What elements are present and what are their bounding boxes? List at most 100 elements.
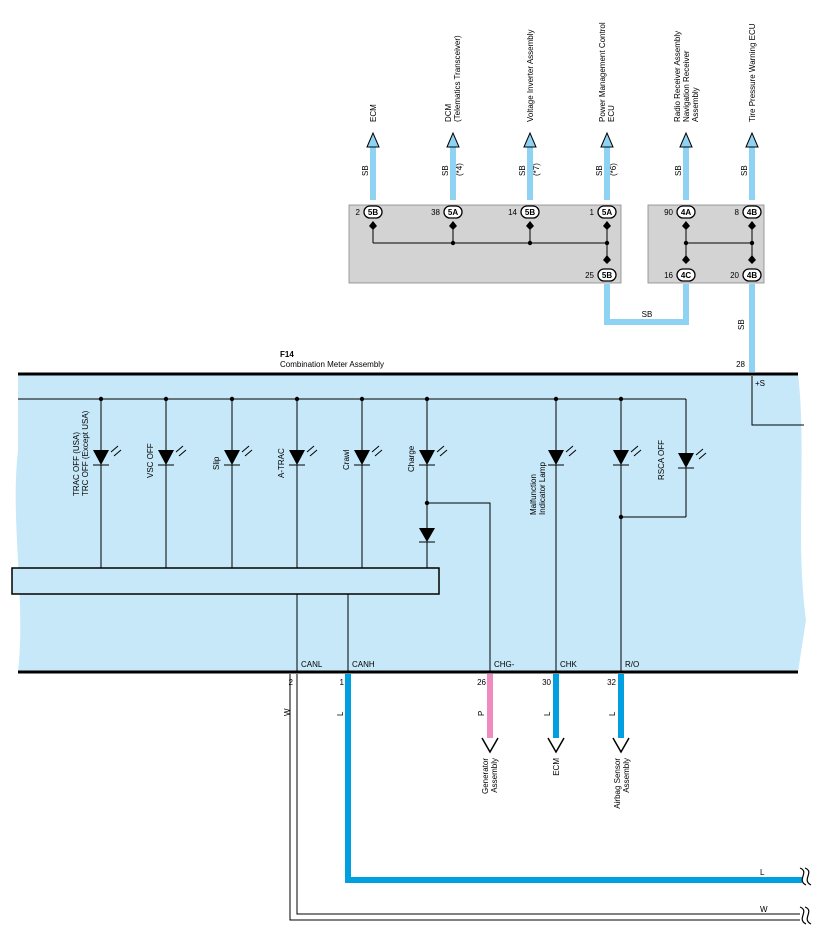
top-wires — [366, 131, 759, 200]
dest-dcm-label: DCM — [444, 103, 453, 122]
break-mark — [799, 867, 812, 886]
pin-ro: 32 — [607, 678, 616, 687]
led-charge — [419, 399, 491, 672]
canl-wire — [289, 674, 800, 921]
lamp-label-charge: Charge — [407, 445, 416, 472]
terminal-chk: CHK — [560, 660, 578, 669]
connector-id: 5B — [368, 208, 378, 217]
connector-5a-pin38: 5A 38 — [431, 205, 463, 219]
lamp-label-rsca: RSCA OFF — [657, 440, 666, 480]
led-malfunction — [548, 399, 577, 672]
wire-note-inverter: (*7) — [532, 163, 541, 176]
connector-4b-pin20: 4B 20 — [730, 268, 762, 282]
terminal-canh: CANH — [352, 660, 375, 669]
link-wire — [604, 284, 689, 325]
connector-id: 5A — [448, 208, 458, 217]
ro-wire-label: L — [608, 711, 617, 716]
dest-tpw-label: Tire Pressure Warning ECU — [748, 23, 757, 122]
lamp-label-atrac: A-TRAC — [277, 448, 286, 478]
led-vsc-off — [158, 399, 187, 568]
pin-number: 1 — [590, 208, 595, 217]
bus-w-label: W — [760, 905, 768, 914]
canl-wire-label: W — [283, 708, 292, 716]
lamp-label-trac-2: TRC OFF (Except USA) — [81, 410, 90, 496]
connector-5b-pin2: 5B 2 — [356, 205, 383, 219]
junction-block-left — [348, 204, 622, 284]
break-mark — [799, 906, 812, 925]
junction-left-wiring — [369, 221, 611, 264]
canh-wire-label: L — [336, 711, 345, 716]
led-trac-off — [93, 399, 122, 568]
dest-generator-label2: Assembly — [490, 758, 499, 793]
dest-radio-label3: Assembly — [691, 87, 700, 122]
connector-4b-pin8: 4B 8 — [735, 205, 762, 219]
chg-wire-label: P — [477, 711, 486, 716]
connector-id: 4A — [681, 208, 691, 217]
lamp-label-malfunction: Malfunction — [529, 474, 538, 515]
terminal-chg: CHG- — [494, 660, 515, 669]
dest-inverter-label: Voltage Inverter Assembly — [526, 30, 535, 123]
pin-number: 16 — [664, 271, 673, 280]
connector-id: 5B — [525, 208, 535, 217]
wire-label-dcm: SB — [441, 165, 450, 176]
led-rsca-1 — [613, 399, 642, 672]
dest-pmc-label: Power Management Control — [598, 22, 607, 122]
dest-generator-label: Generator — [481, 758, 490, 794]
dest-radio-label2: Navigation Receiver — [682, 50, 691, 122]
wire-note-pmc: (*6) — [609, 163, 618, 176]
connector-id: 4C — [681, 271, 691, 280]
connector-5b-pin14: 5B 14 — [508, 205, 540, 219]
connector-id: 5A — [602, 208, 612, 217]
meter-id: F14 — [280, 350, 294, 359]
lamp-label-crawl: Crawl — [342, 449, 351, 470]
dest-ecm-bottom-label: ECM — [552, 758, 561, 776]
pin-number: 8 — [735, 208, 740, 217]
led-a-trac — [289, 399, 318, 568]
wire-label-tpw: SB — [740, 165, 749, 176]
connector-id: 4B — [747, 271, 757, 280]
wire-label-inverter: SB — [518, 165, 527, 176]
pin-canh: 1 — [340, 678, 345, 687]
lamp-label-vsc: VSC OFF — [146, 443, 155, 478]
connector-id: 5B — [602, 271, 612, 280]
wire-note-dcm: (*4) — [455, 163, 464, 176]
pin-canl: 2 — [289, 678, 294, 687]
meter-power-wire-label: SB — [737, 319, 746, 330]
bus-l-label: L — [760, 868, 765, 877]
dest-airbag-label: Airbag Sensor — [613, 758, 622, 809]
connector-5b-pin25: 5B 25 — [585, 268, 617, 282]
connector-id: 4B — [747, 208, 757, 217]
led-crawl — [354, 399, 383, 568]
can-controller-box — [11, 567, 440, 595]
pin-number: 38 — [431, 208, 440, 217]
wire-label-ecm: SB — [361, 165, 370, 176]
led-slip — [224, 399, 253, 568]
dest-radio-label: Radio Receiver Assembly — [673, 31, 682, 122]
meter-power-inner — [751, 376, 804, 426]
canh-wire — [345, 674, 802, 883]
led-rsca-2 — [678, 448, 707, 469]
dest-pmc-label2: ECU — [607, 105, 616, 122]
connector-5a-pin1: 5A 1 — [590, 205, 617, 219]
pin-number: 90 — [664, 208, 673, 217]
lamp-label-slip: Slip — [212, 456, 221, 470]
connector-4c-pin16: 4C 16 — [664, 268, 696, 282]
pin-chg: 26 — [477, 678, 486, 687]
wire-label-pmc: SB — [595, 165, 604, 176]
connector-4a-pin90: 4A 90 — [664, 205, 696, 219]
lamp-label-malfunction-2: Indicator Lamp — [538, 462, 547, 515]
pin-number: 2 — [356, 208, 361, 217]
dest-ecm-label: ECM — [369, 104, 378, 122]
meter-name: Combination Meter Assembly — [280, 360, 384, 369]
pin-chk: 30 — [542, 678, 551, 687]
chk-wire-label: L — [543, 711, 552, 716]
meter-body — [15, 374, 806, 672]
link-wire-label: SB — [642, 310, 653, 319]
terminal-ro: R/O — [625, 660, 639, 669]
pin-number: 20 — [730, 271, 739, 280]
lamp-label-trac: TRAC OFF (USA) — [72, 432, 81, 496]
wire-label-radio: SB — [674, 165, 683, 176]
pin-number: 14 — [508, 208, 517, 217]
meter-power-label: +S — [755, 379, 765, 388]
